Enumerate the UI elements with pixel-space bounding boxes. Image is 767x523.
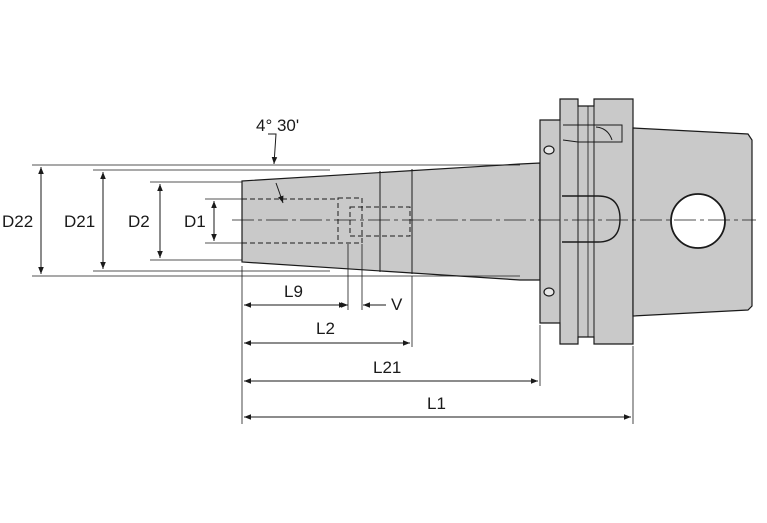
angle-leader <box>268 133 278 165</box>
angle-arc <box>275 182 284 204</box>
label-d21: D21 <box>64 212 95 231</box>
label-v: V <box>391 295 403 314</box>
dimension-labels: 4° 30' D22 D21 D2 D1 L9 V L2 L21 L1 <box>2 116 446 413</box>
extension-lines <box>32 164 634 424</box>
label-l1: L1 <box>427 394 446 413</box>
label-d1: D1 <box>184 212 206 231</box>
label-l2: L2 <box>316 319 335 338</box>
label-l9: L9 <box>284 282 303 301</box>
label-l21: L21 <box>373 358 401 377</box>
tapered-shank <box>241 162 541 281</box>
label-d2: D2 <box>128 212 150 231</box>
label-d22: D22 <box>2 212 33 231</box>
cross-hole <box>670 193 726 249</box>
dimension-lines <box>38 133 631 420</box>
holder-body <box>241 98 753 345</box>
label-angle: 4° 30' <box>256 116 299 135</box>
flange <box>539 98 634 345</box>
hidden-bore <box>242 197 411 244</box>
